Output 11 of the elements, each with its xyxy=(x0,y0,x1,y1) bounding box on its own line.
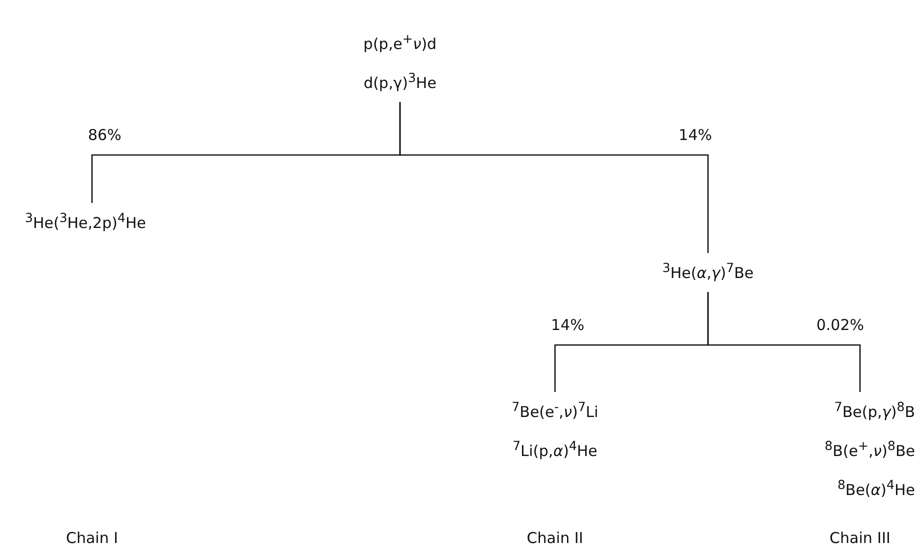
reaction-text: $^{8}$B(e$^{+}$,ν)$^{8}$Be xyxy=(824,437,915,462)
reaction-text: $^{8}$Be(α)$^{4}$He xyxy=(837,476,915,501)
reaction-text: $^{7}$Be(p,γ)$^{8}$B xyxy=(834,398,915,423)
reaction-text: p(p,e$^{+}$ν)d xyxy=(363,30,437,55)
reaction-text: $^{3}$He(α,γ)$^{7}$Be xyxy=(662,259,754,284)
branch-line xyxy=(707,292,861,392)
reaction-text: $^{7}$Li(p,α)$^{4}$He xyxy=(512,437,598,462)
reaction-text: $^{3}$He($^{3}$He,2p)$^{4}$He xyxy=(25,209,146,234)
reaction-text: $^{7}$Be(e$^{-}$,ν)$^{7}$Li xyxy=(512,398,598,423)
branch-line xyxy=(399,102,709,253)
reaction-text: d(p,γ)$^{3}$He xyxy=(364,69,436,94)
